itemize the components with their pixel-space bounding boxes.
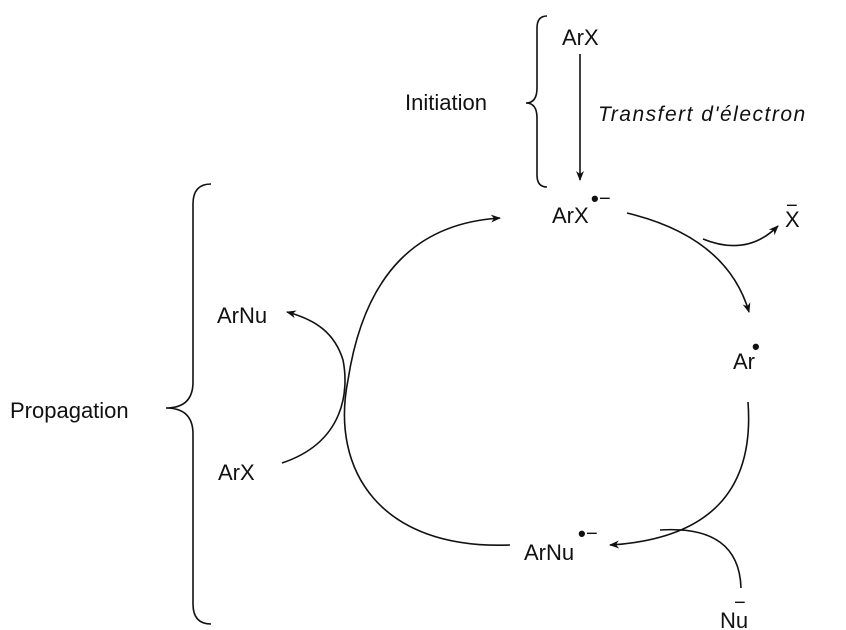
propagation-brace [165, 183, 212, 625]
initiation-label: Initiation [405, 90, 487, 115]
arnu-radical-dot: • [578, 521, 586, 546]
arx-reactant-label: ArX [562, 25, 599, 50]
propagation-label: Propagation [10, 398, 129, 423]
cycle-arc-arnu-to-arx [343, 214, 511, 546]
halide-anion-label: X [785, 207, 800, 232]
nucleophile-minus-sign: − [734, 592, 746, 614]
arnu-radical-anion-label: ArNu [524, 540, 574, 565]
initiation-brace [525, 15, 548, 188]
electron-transfer-label: Transfert d'électron [598, 103, 807, 126]
arnu-product-label: ArNu [217, 303, 267, 328]
arx-radical-anion-label: ArX [552, 203, 589, 228]
arnu-minus-sign: − [586, 523, 598, 545]
arx-minus-sign: − [599, 188, 611, 210]
cycle-arc-ar-to-arnu [609, 401, 750, 549]
nucleophile-anion-label: Nu [720, 608, 748, 630]
halide-release-arrow [702, 225, 779, 247]
arx-feed-label: ArX [218, 460, 255, 485]
nucleophile-entry-arc [659, 528, 742, 589]
halide-minus-sign: − [786, 195, 798, 217]
aryl-radical-label: Ar [733, 349, 755, 374]
substitution-side-arc [281, 310, 346, 464]
aryl-radical-dot: • [752, 334, 760, 359]
arx-radical-dot: • [591, 186, 599, 211]
cycle-arc-arx-to-ar [626, 212, 751, 313]
